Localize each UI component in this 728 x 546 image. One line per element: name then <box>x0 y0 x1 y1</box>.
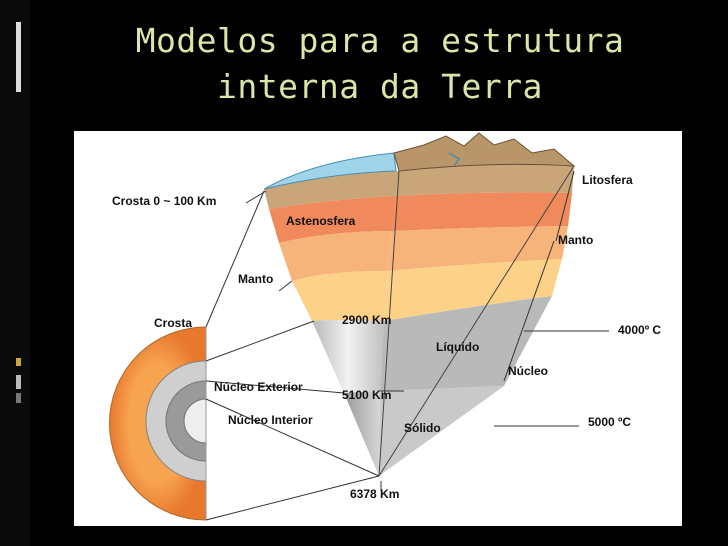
label-nucleo: Núcleo <box>508 364 548 378</box>
label-crosta: Crosta <box>154 316 192 330</box>
deco-stripe-3 <box>16 375 21 389</box>
label-astenosfera: Astenosfera <box>286 214 356 228</box>
label-depth-5100: 5100 Km <box>342 388 391 402</box>
deco-stripe-2 <box>16 358 21 366</box>
deco-stripe-1 <box>16 22 21 92</box>
slide-title-line-1: Modelos para a estrutura <box>135 21 625 60</box>
label-solido: Sólido <box>404 421 441 435</box>
deco-stripe-4 <box>16 393 21 403</box>
left-accent-bar <box>0 0 30 546</box>
slide-title-line-2: interna da Terra <box>217 67 543 106</box>
earth-structure-figure: Crosta 0 ~ 100 Km Litosfera Astenosfera … <box>74 131 682 526</box>
label-manto-left: Manto <box>238 272 273 286</box>
globe-cutaway <box>109 326 207 521</box>
slide-title: Modelos para a estrutura interna da Terr… <box>90 18 670 110</box>
label-liquido: Líquido <box>436 340 479 354</box>
connector-lines <box>205 170 609 521</box>
label-depth-6378: 6378 Km <box>350 487 399 501</box>
wedge-right-face <box>378 164 575 477</box>
label-temp-5000: 5000 ºC <box>588 415 631 429</box>
earth-structure-diagram: Crosta 0 ~ 100 Km Litosfera Astenosfera … <box>109 132 661 521</box>
label-nucleo-exterior: Núcleo Exterior <box>214 380 303 394</box>
label-crosta-range: Crosta 0 ~ 100 Km <box>112 194 216 208</box>
surface-top <box>263 132 576 190</box>
label-nucleo-interior: Núcleo Interior <box>228 413 313 427</box>
label-temp-4000: 4000º C <box>618 323 661 337</box>
label-depth-2900: 2900 Km <box>342 313 391 327</box>
label-manto-right: Manto <box>558 233 593 247</box>
label-litosfera: Litosfera <box>582 173 633 187</box>
wedge-left-face <box>261 171 399 476</box>
